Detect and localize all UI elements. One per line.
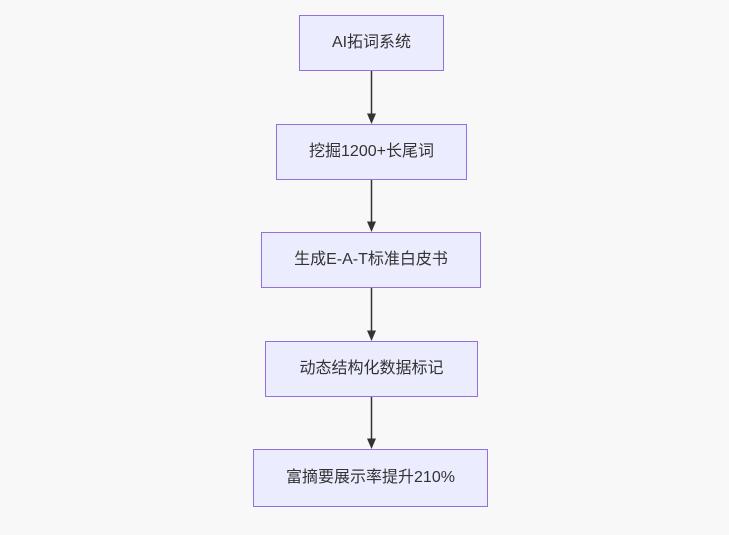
flow-node-eat-whitepaper: 生成E-A-T标准白皮书 (261, 232, 481, 288)
flow-node-rich-snippet-result: 富摘要展示率提升210% (253, 449, 488, 507)
flow-node-ai-keyword-system: AI拓词系统 (299, 15, 444, 71)
flow-arrow-2 (367, 180, 376, 232)
flow-node-label: 挖掘1200+长尾词 (309, 143, 434, 160)
flow-arrow-4 (367, 397, 376, 449)
flow-node-label: AI拓词系统 (331, 34, 412, 51)
flow-node-longtail-mining: 挖掘1200+长尾词 (276, 124, 467, 180)
flow-node-label: 生成E-A-T标准白皮书 (294, 251, 448, 268)
flow-arrow-1 (367, 71, 376, 124)
flow-node-label: 动态结构化数据标记 (299, 360, 444, 377)
flow-arrow-3 (367, 288, 376, 341)
flow-node-structured-data-markup: 动态结构化数据标记 (265, 341, 478, 397)
flow-node-label: 富摘要展示率提升210% (286, 469, 455, 486)
